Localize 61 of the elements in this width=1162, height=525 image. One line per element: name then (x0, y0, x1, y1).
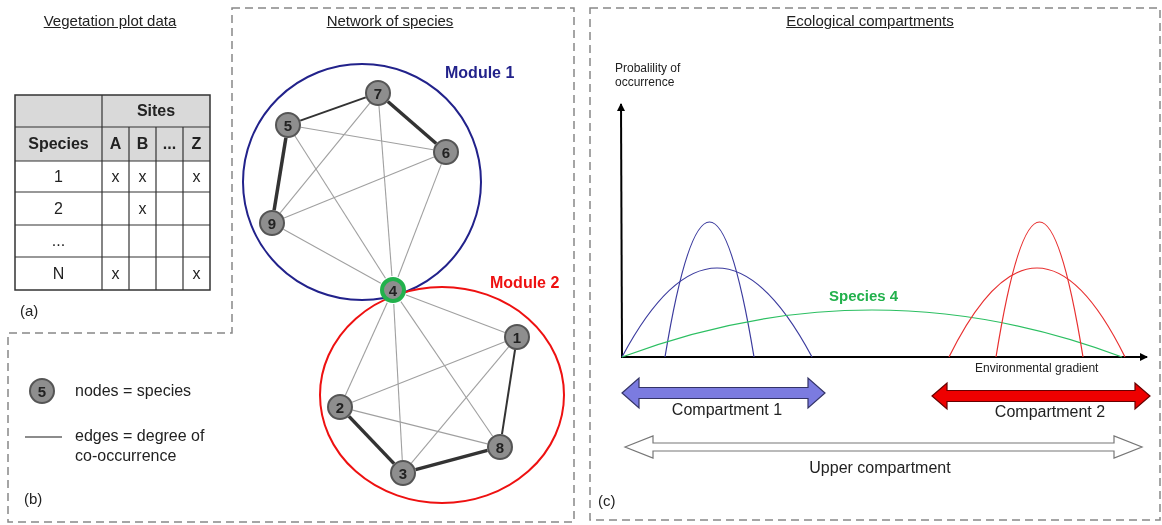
presence-mark: x (110, 263, 121, 284)
panel-letter: (a) (20, 302, 39, 319)
curve-label: Species 4 (829, 287, 899, 304)
species-node: 9 (259, 210, 285, 236)
presence-mark: x (110, 166, 121, 187)
species-node: 2 (327, 394, 353, 420)
column-header: B (135, 134, 150, 154)
edge-line (300, 126, 434, 151)
range-label: Upper compartment (808, 459, 952, 477)
range-label: Compartment 2 (993, 403, 1107, 421)
row-label: N (51, 263, 66, 284)
column-header: Sites (135, 101, 177, 121)
edge-line (405, 294, 506, 333)
edge-line (378, 105, 393, 277)
edge-line (272, 137, 288, 211)
species-node: 5 (275, 112, 301, 138)
edge-line (397, 163, 442, 278)
column-header: Species (27, 134, 90, 154)
edge-line (351, 341, 506, 403)
legend-text: nodes = species (75, 381, 193, 401)
presence-mark: x (137, 166, 148, 187)
edge-line (400, 301, 494, 437)
column-header: A (108, 134, 123, 154)
legend-text: edges = degree of co-occurrence (75, 426, 206, 466)
edge-line (299, 96, 367, 122)
edge-line (415, 448, 488, 472)
panel-title: Network of species (325, 12, 455, 29)
edge-line (393, 303, 403, 461)
axis-title: Probalility of occurrence (615, 61, 682, 89)
presence-mark: x (137, 198, 148, 219)
column-header: ... (161, 134, 178, 154)
column-header: Z (190, 134, 203, 154)
presence-mark: x (191, 263, 202, 284)
edge-line (352, 409, 488, 445)
row-label: ... (50, 231, 67, 251)
edge-line (294, 135, 387, 279)
range-label: Compartment 1 (670, 401, 784, 419)
species-node: 6 (433, 139, 459, 165)
species-node: 7 (365, 80, 391, 106)
presence-mark: x (191, 166, 202, 187)
panel-letter: (b) (24, 490, 43, 507)
species-node: 1 (504, 324, 530, 350)
row-label: 1 (53, 166, 64, 187)
panel-title: Ecological compartments (785, 12, 955, 29)
row-label: 2 (53, 198, 64, 219)
edge-line (347, 415, 396, 465)
module-label: Module 2 (490, 274, 560, 292)
panel-title: Vegetation plot data (42, 12, 178, 29)
species-node: 5 (29, 378, 55, 404)
edge-line (386, 100, 438, 145)
edge-line (501, 348, 516, 436)
species-node: 8 (487, 434, 513, 460)
module-label: Module 1 (445, 64, 515, 82)
edge-line (410, 346, 510, 464)
axis-title: Environmental gradient (975, 361, 1099, 375)
edge-line (279, 102, 371, 214)
edge-line (344, 302, 388, 396)
species-node: 3 (390, 460, 416, 486)
edge-line (282, 228, 382, 284)
panel-letter: (c) (598, 492, 616, 509)
edge-line (283, 156, 435, 219)
